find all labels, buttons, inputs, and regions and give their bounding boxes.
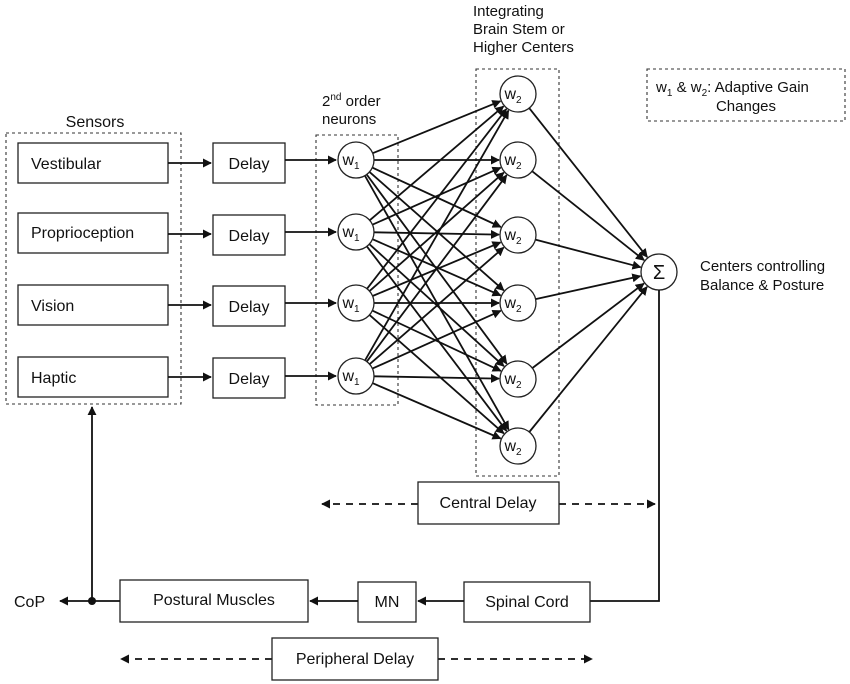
w2-to-sum-connections bbox=[528, 107, 648, 433]
svg-text:Delay: Delay bbox=[229, 228, 270, 245]
svg-text:w2: w2 bbox=[503, 295, 522, 315]
arrow-w2-4-to-sum bbox=[535, 273, 642, 300]
w1-node-2: w1 bbox=[337, 213, 375, 251]
sensor-haptic: Haptic bbox=[17, 356, 169, 398]
legend-line-1: w1 & w2: Adaptive Gain bbox=[655, 79, 809, 99]
arrow-w2-2-to-sum bbox=[531, 170, 645, 261]
w2-node-2: w2 bbox=[499, 141, 537, 179]
arrow-w1-3-to-w2-5 bbox=[371, 309, 502, 372]
arrow-w1-4-to-w2-5 bbox=[373, 373, 500, 383]
svg-text:Vision: Vision bbox=[31, 298, 74, 315]
svg-text:MN: MN bbox=[375, 594, 400, 611]
second-order-title: 2nd order bbox=[322, 92, 381, 110]
arrow-w1-2-to-w2-3 bbox=[373, 229, 500, 239]
w2-node-3: w2 bbox=[499, 216, 537, 254]
svg-text:w1: w1 bbox=[341, 224, 360, 244]
delay-box-haptic: Delay bbox=[212, 357, 286, 399]
arrow-w2-3-to-sum bbox=[535, 238, 642, 270]
svg-text:Haptic: Haptic bbox=[31, 370, 76, 387]
integrating-title-2: Brain Stem or bbox=[473, 21, 565, 38]
svg-text:w1: w1 bbox=[341, 295, 360, 315]
w1-node-4: w1 bbox=[337, 357, 375, 395]
peripheral-delay-box: Peripheral Delay bbox=[271, 637, 439, 681]
sigma-symbol: Σ bbox=[653, 262, 665, 284]
delay-box-proprioception: Delay bbox=[212, 214, 286, 256]
svg-text:Delay: Delay bbox=[229, 371, 270, 388]
arrow-w1-3-to-w2-2 bbox=[368, 171, 505, 292]
arrow-w1-2-to-w2-2 bbox=[372, 166, 502, 226]
svg-text:w1: w1 bbox=[341, 152, 360, 172]
svg-text:Central Delay: Central Delay bbox=[440, 495, 537, 512]
arrow-w2-6-to-sum bbox=[528, 286, 648, 433]
arrow-w1-4-to-w2-3 bbox=[369, 246, 505, 365]
neurons-title: neurons bbox=[322, 111, 376, 128]
arrow-w1-3-to-w2-6 bbox=[368, 314, 505, 435]
arrow-w2-5-to-sum bbox=[531, 282, 645, 369]
sensors-group bbox=[5, 132, 182, 405]
svg-text:w2: w2 bbox=[503, 371, 522, 391]
svg-text:w2: w2 bbox=[503, 152, 522, 172]
legend-box bbox=[646, 68, 846, 122]
w2-node-4: w2 bbox=[499, 284, 537, 322]
mn-box: MN bbox=[357, 581, 417, 623]
svg-text:Proprioception: Proprioception bbox=[31, 225, 134, 242]
sum-to-spinal-arrow bbox=[575, 290, 660, 606]
arrow-w1-4-to-w2-1 bbox=[364, 109, 510, 361]
sensor-vision: Vision bbox=[17, 284, 169, 326]
svg-text:w2: w2 bbox=[503, 227, 522, 247]
postural-muscles-box: Postural Muscles bbox=[119, 579, 309, 623]
sensor-proprioception: Proprioception bbox=[17, 212, 169, 254]
svg-text:Vestibular: Vestibular bbox=[31, 156, 102, 173]
sensors-title: Sensors bbox=[66, 114, 125, 131]
arrow-w1-4-to-w2-6 bbox=[372, 382, 502, 440]
w1-node-3: w1 bbox=[337, 284, 375, 322]
arrow-w1-2-to-w2-1 bbox=[369, 105, 505, 221]
arrow-w1-1-to-w2-1 bbox=[372, 100, 502, 155]
svg-text:Spinal Cord: Spinal Cord bbox=[485, 594, 569, 611]
centers-label-1: Centers controlling bbox=[700, 258, 825, 275]
arrow-w1-4-to-w2-4 bbox=[372, 309, 502, 370]
w2-node-6: w2 bbox=[499, 427, 537, 465]
spinal-cord-box: Spinal Cord bbox=[463, 581, 591, 623]
svg-text:w2: w2 bbox=[503, 86, 522, 106]
svg-text:Delay: Delay bbox=[229, 299, 270, 316]
cop-label: CoP bbox=[14, 594, 45, 611]
w2-node-5: w2 bbox=[499, 360, 537, 398]
arrow-w2-1-to-sum bbox=[528, 107, 648, 258]
arrow-w1-1-to-w2-3 bbox=[371, 166, 502, 228]
central-delay-box: Central Delay bbox=[417, 481, 560, 525]
integrating-title-3: Higher Centers bbox=[473, 39, 574, 56]
svg-text:Peripheral Delay: Peripheral Delay bbox=[296, 651, 414, 668]
w2-node-1: w2 bbox=[499, 75, 537, 113]
w1-to-w2-connections bbox=[364, 100, 510, 440]
legend-line-2: Changes bbox=[716, 98, 776, 115]
delay-box-vestibular: Delay bbox=[212, 142, 286, 184]
integrating-title-1: Integrating bbox=[473, 3, 544, 20]
arrow-w1-3-to-w2-1 bbox=[366, 108, 508, 290]
sensor-vestibular: Vestibular bbox=[17, 142, 169, 184]
svg-text:w2: w2 bbox=[503, 438, 522, 458]
delay-box-vision: Delay bbox=[212, 285, 286, 327]
svg-text:Delay: Delay bbox=[229, 156, 270, 173]
w1-node-1: w1 bbox=[337, 141, 375, 179]
centers-label-2: Balance & Posture bbox=[700, 277, 824, 294]
svg-text:w1: w1 bbox=[341, 368, 360, 388]
sum-node: Σ bbox=[640, 253, 678, 291]
arrow-w1-4-to-w2-2 bbox=[366, 174, 508, 363]
svg-text:Postural Muscles: Postural Muscles bbox=[153, 592, 275, 609]
